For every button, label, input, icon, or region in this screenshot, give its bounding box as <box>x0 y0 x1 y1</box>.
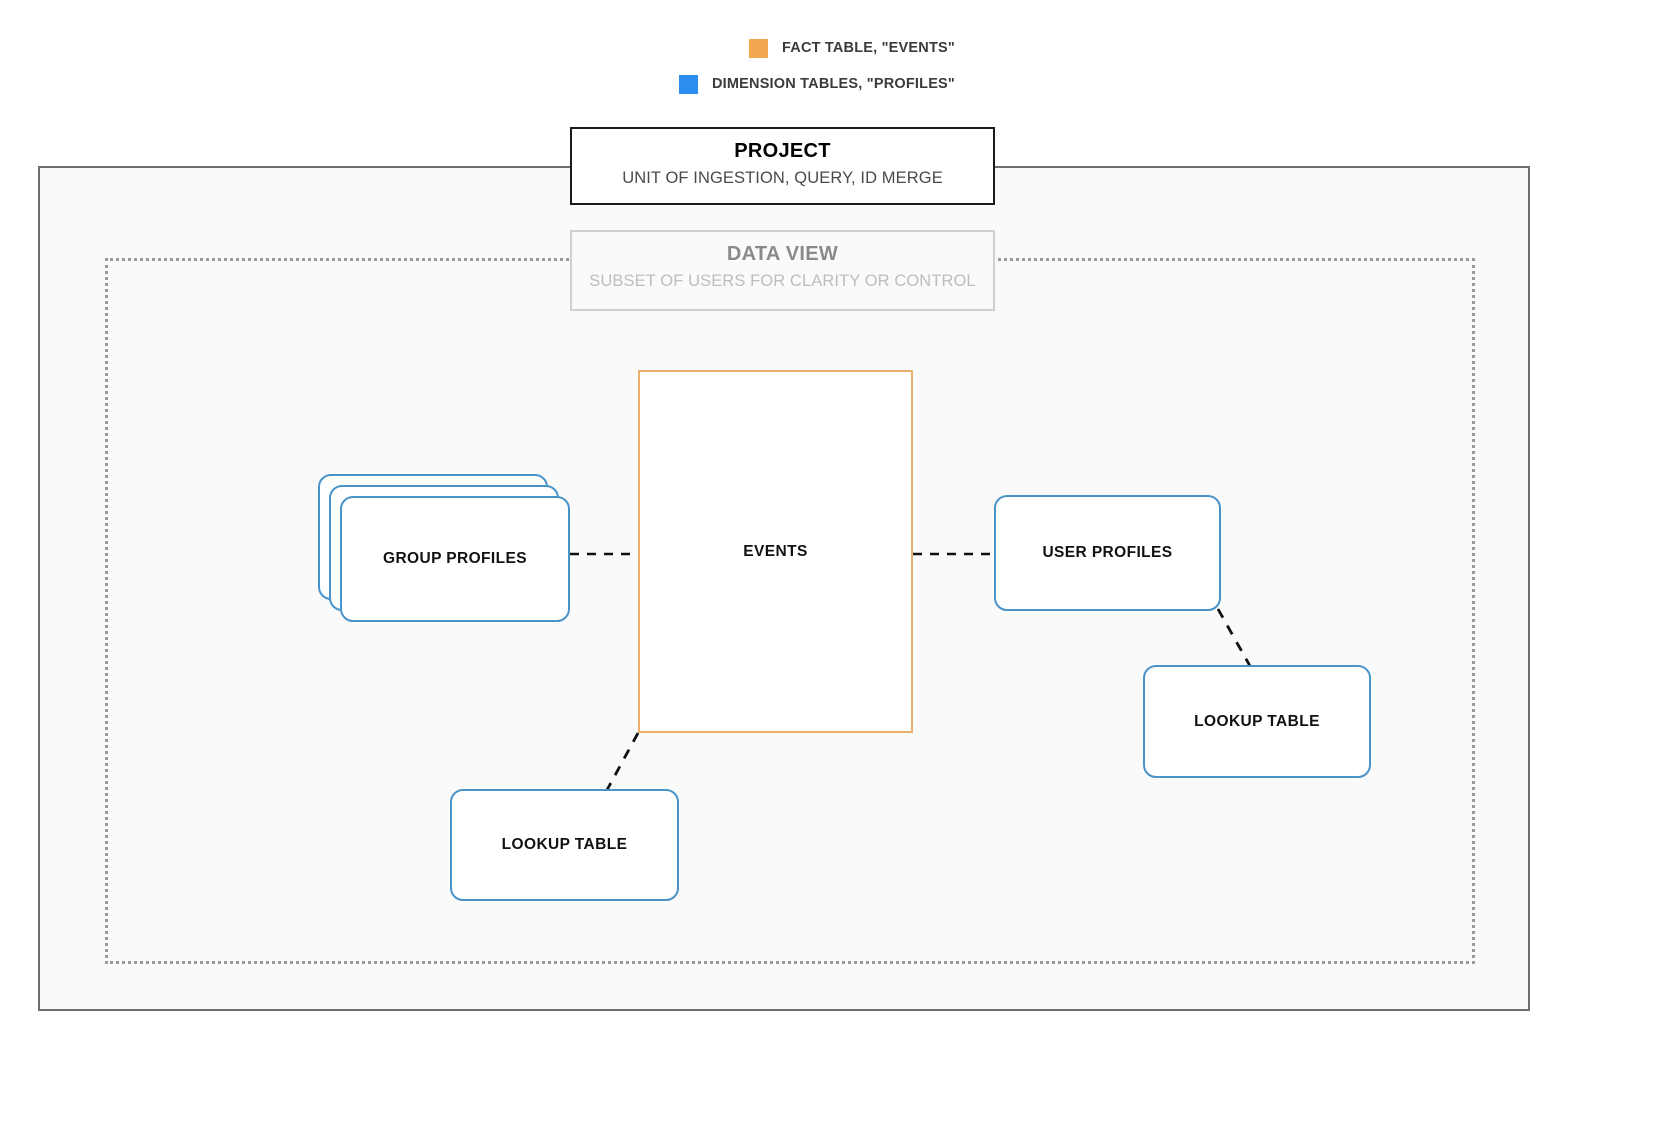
events-fact-table[interactable]: EVENTS <box>638 370 913 733</box>
dimension-tables-swatch <box>678 74 698 94</box>
data-view-subtitle: SUBSET OF USERS FOR CLARITY OR CONTROL <box>589 272 976 290</box>
events-label: EVENTS <box>743 542 808 560</box>
project-box: PROJECT UNIT OF INGESTION, QUERY, ID MER… <box>570 127 995 205</box>
legend: FACT TABLE, "EVENTS" DIMENSION TABLES, "… <box>0 30 1664 102</box>
user-profiles-label: USER PROFILES <box>1042 544 1173 561</box>
data-view-title: DATA VIEW <box>726 243 839 265</box>
project-subtitle: UNIT OF INGESTION, QUERY, ID MERGE <box>622 169 943 187</box>
user-profiles-table[interactable]: USER PROFILES <box>994 495 1221 611</box>
legend-label-dimension-tables: DIMENSION TABLES, "PROFILES" <box>711 76 956 92</box>
fact-table-swatch <box>749 38 769 58</box>
legend-label-fact-table: FACT TABLE, "EVENTS" <box>782 40 955 56</box>
legend-item-fact-table: FACT TABLE, "EVENTS" <box>0 30 1664 66</box>
lookup-table-left-label: LOOKUP TABLE <box>501 836 628 853</box>
project-title: PROJECT <box>734 140 831 162</box>
legend-item-dimension-tables: DIMENSION TABLES, "PROFILES" <box>0 66 1664 102</box>
group-profiles-card-front[interactable]: GROUP PROFILES <box>340 496 570 622</box>
lookup-table-right-label: LOOKUP TABLE <box>1194 712 1320 730</box>
group-profiles-label: GROUP PROFILES <box>383 550 527 567</box>
lookup-table-left[interactable]: LOOKUP TABLE <box>450 789 679 901</box>
data-view-box: DATA VIEW SUBSET OF USERS FOR CLARITY OR… <box>570 230 995 311</box>
lookup-table-right[interactable]: LOOKUP TABLE <box>1143 665 1371 778</box>
